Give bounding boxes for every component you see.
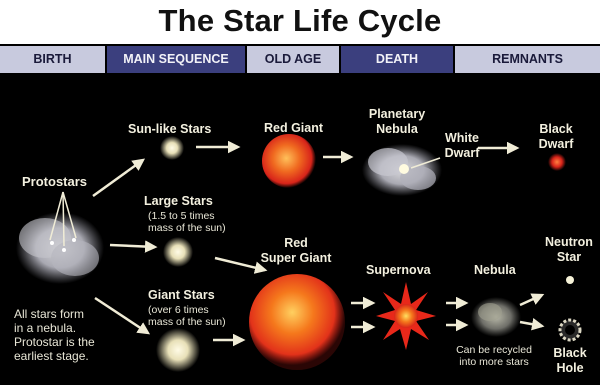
label-neutron-star-line2: Star: [557, 250, 581, 264]
giant-star: [156, 328, 200, 372]
protostar-cloud: [16, 212, 104, 284]
label-birth-note-line1: All stars form: [14, 307, 84, 321]
red-super-giant: [249, 274, 345, 370]
label-birth-note-line3: Protostar is the: [14, 335, 95, 349]
sun-like-star: [160, 136, 184, 160]
label-red-super-giant-line1: Red: [284, 236, 308, 250]
planetary-nebula: [362, 144, 442, 196]
arrow-protostar-to-sun-like: [93, 160, 143, 196]
arrow-nebula-to-black-hole: [520, 322, 542, 326]
nebula-cloud: [471, 297, 521, 337]
label-birth-note-line2: in a nebula.: [14, 321, 76, 335]
arrow-nebula-to-neutron: [520, 295, 542, 305]
label-red-giant: Red Giant: [264, 121, 324, 135]
label-giant-stars: Giant Stars: [148, 288, 215, 302]
supernova-burst: [376, 282, 436, 350]
label-large-stars: Large Stars: [144, 194, 213, 208]
arrow-large-to-super-giant: [215, 258, 265, 270]
black-hole: [560, 320, 580, 340]
label-red-super-giant-line2: Super Giant: [261, 251, 333, 265]
label-recycle-line2: into more stars: [459, 356, 528, 368]
label-giant-note-line1: (over 6 times: [148, 304, 209, 316]
label-neutron-star-line1: Neutron: [545, 235, 593, 249]
label-recycle-line1: Can be recycled: [456, 344, 532, 356]
large-star: [163, 237, 193, 267]
label-large-note-line1: (1.5 to 5 times: [148, 210, 215, 222]
black-dwarf: [548, 153, 566, 171]
label-white-dwarf-line1: White: [445, 131, 479, 145]
red-giant: [262, 134, 316, 188]
label-large-note-line2: mass of the sun): [148, 222, 226, 234]
label-black-hole-line1: Black: [553, 346, 586, 360]
label-protostars: Protostars: [22, 174, 87, 189]
label-white-dwarf-line2: Dwarf: [445, 146, 481, 160]
label-sun-like-stars: Sun-like Stars: [128, 122, 211, 136]
label-black-dwarf-line1: Black: [539, 122, 572, 136]
label-supernova: Supernova: [366, 263, 432, 277]
neutron-star: [566, 276, 574, 284]
arrow-protostar-to-large: [110, 245, 155, 247]
label-planetary-line1: Planetary: [369, 107, 425, 121]
label-birth-note-line4: earliest stage.: [14, 349, 89, 363]
label-planetary-line2: Nebula: [376, 122, 419, 136]
label-giant-note-line2: mass of the sun): [148, 316, 226, 328]
label-nebula: Nebula: [474, 263, 517, 277]
arrow-protostar-to-giant: [95, 298, 148, 333]
label-black-dwarf-line2: Dwarf: [539, 137, 575, 151]
label-black-hole-line2: Hole: [556, 361, 583, 375]
